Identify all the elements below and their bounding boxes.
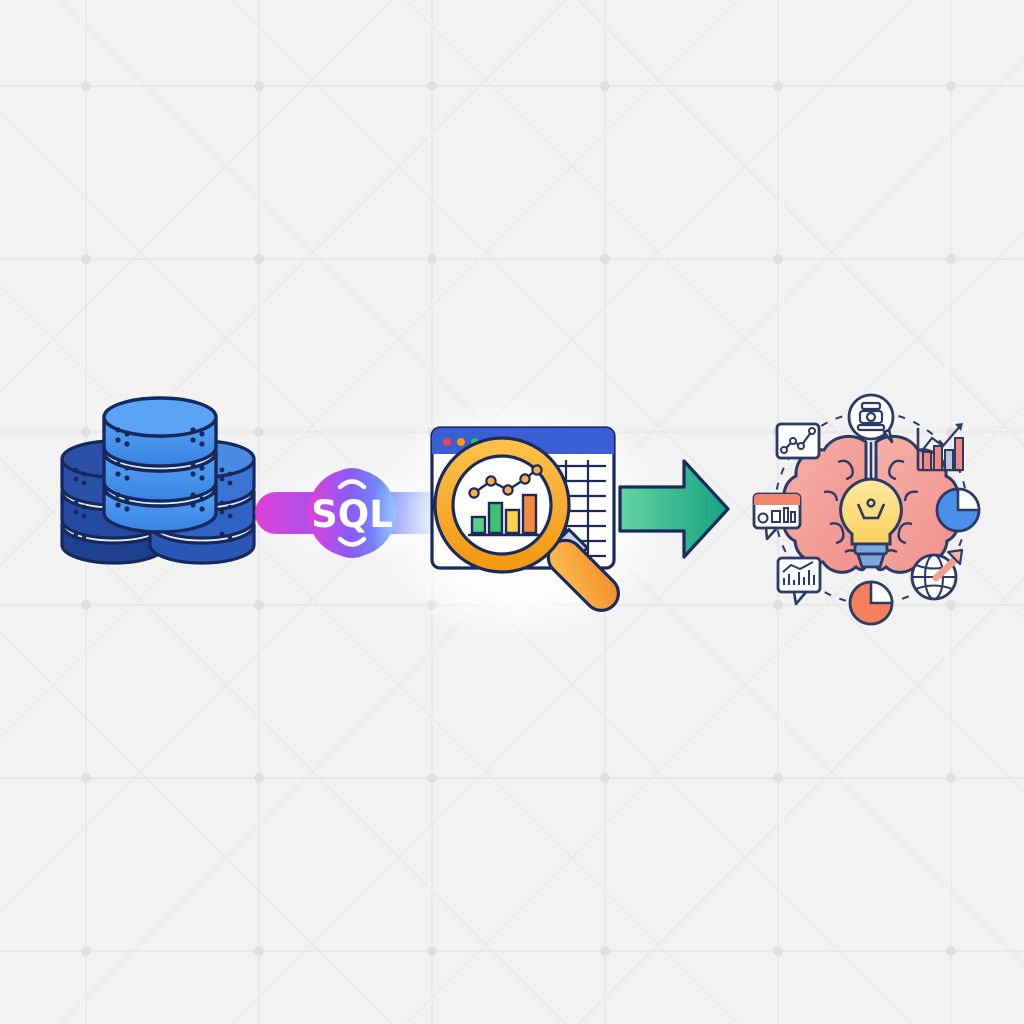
database-right-ports	[219, 467, 233, 541]
bar-chart-trend-icon[interactable]	[916, 423, 964, 472]
arrow-right-icon[interactable]	[618, 459, 730, 559]
sql-arc-top-icon	[337, 479, 367, 490]
magnifier-chart-icon[interactable]	[433, 436, 625, 617]
gear-bubble-icon[interactable]	[847, 393, 895, 444]
database-stack-icon[interactable]	[60, 396, 256, 565]
magnifier-ring-inner-edge	[451, 454, 553, 556]
lightbulb	[839, 477, 903, 569]
bulb-filament-icon	[856, 503, 886, 520]
minimize-dot-icon[interactable]	[457, 438, 465, 446]
data-card-bubble-icon[interactable]	[752, 492, 802, 541]
bar-bubble-icon[interactable]	[776, 556, 822, 606]
line-chart-frame-icon[interactable]	[775, 422, 821, 460]
brain-lightbulb-icon[interactable]	[752, 393, 981, 626]
database-center-ports	[115, 427, 205, 512]
close-dot-icon[interactable]	[443, 438, 451, 446]
database-left-ports	[73, 467, 87, 541]
globe-arrow-icon[interactable]	[910, 548, 964, 601]
bar-q2	[487, 501, 504, 535]
pie-chart-blue-icon[interactable]	[935, 487, 981, 533]
pie-chart-orange-icon[interactable]	[848, 580, 894, 626]
bulb-filament-knot	[866, 498, 876, 508]
sql-arc-bottom-icon	[337, 536, 367, 547]
bulb-base-top	[853, 542, 889, 556]
magnifier-ring-outer-edge	[433, 436, 571, 574]
bulb-base-bottom	[856, 552, 886, 569]
bar-q1	[470, 515, 487, 535]
trend-dots	[468, 464, 543, 499]
bar-q4	[521, 493, 538, 535]
database-center-stack	[102, 396, 218, 534]
arrow-shape	[618, 459, 730, 559]
bar-q3	[504, 508, 521, 535]
lens-chart	[468, 464, 543, 537]
magnifier-ring	[435, 438, 569, 572]
